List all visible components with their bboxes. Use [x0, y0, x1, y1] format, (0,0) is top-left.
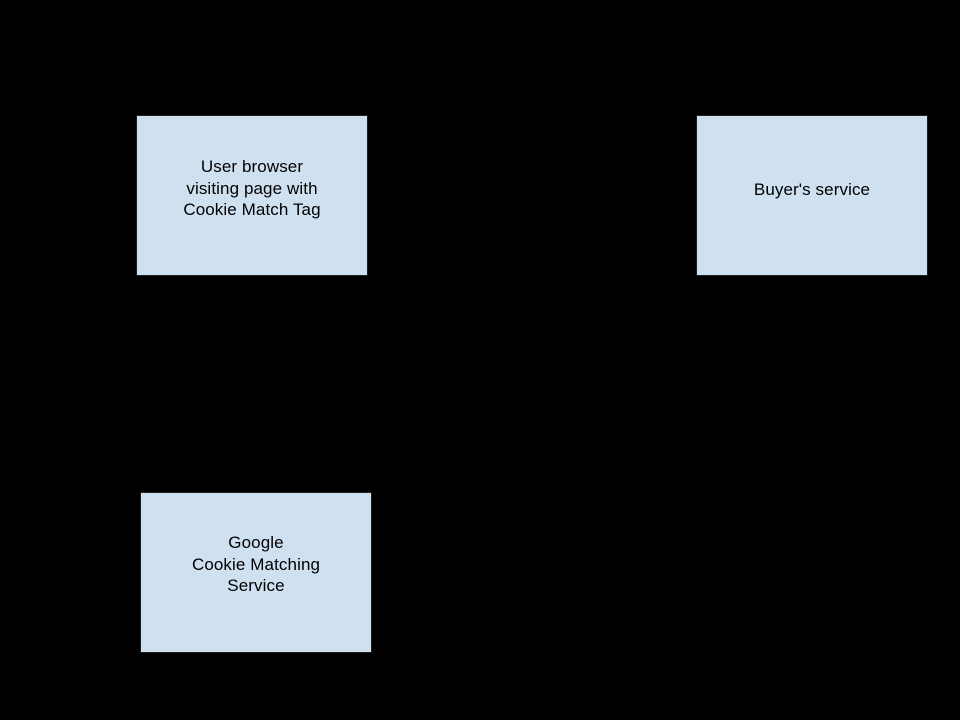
- node-google-cookie-matching[interactable]: Google Cookie Matching Service: [140, 492, 372, 653]
- node-google-cookie-matching-label: Google Cookie Matching Service: [191, 533, 321, 596]
- node-user-browser-label: User browser visiting page with Cookie M…: [183, 157, 321, 220]
- node-buyers-service[interactable]: Buyer's service: [696, 115, 928, 276]
- node-buyers-service-label: Buyer's service: [753, 179, 871, 199]
- node-user-browser[interactable]: User browser visiting page with Cookie M…: [136, 115, 368, 276]
